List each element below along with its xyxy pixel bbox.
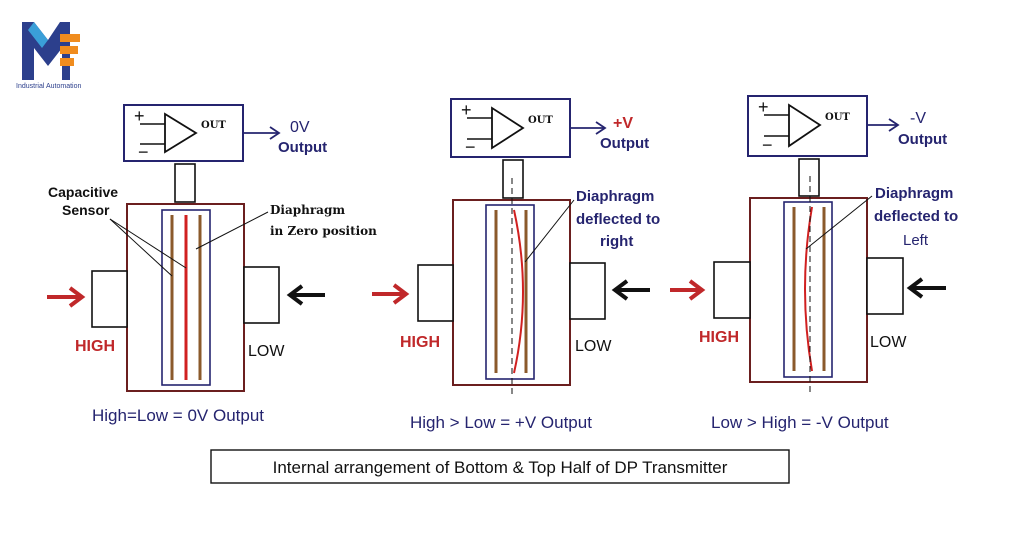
amp-out-label: OUT (528, 115, 553, 126)
panel-positive-output: + − OUT +V Output HIGH LOW Diaphragm def… (372, 98, 660, 432)
high-port (713, 261, 751, 319)
output-value: +V (613, 115, 633, 132)
amp-minus: − (138, 142, 149, 162)
diaphragm-label-line2: deflected to (576, 211, 660, 228)
low-pressure-arrow (906, 277, 946, 299)
diaphragm-deflected-left (804, 206, 813, 372)
amplifier-symbol (164, 112, 198, 154)
panel-caption: High=Low = 0V Output (92, 406, 264, 425)
amp-plus: + (461, 100, 472, 120)
diaphragm-label-line1: Diaphragm (875, 185, 953, 202)
panel-zero-output: + − OUT 0V Output HIGH LOW Capacitive Se… (47, 104, 377, 425)
low-port (243, 266, 280, 324)
sensor-label-line2: Sensor (62, 202, 110, 218)
footer-caption: Internal arrangement of Bottom & Top Hal… (273, 458, 728, 477)
high-port (91, 270, 128, 328)
diaphragm-label-line2: in Zero position (270, 224, 377, 238)
output-label: Output (278, 139, 327, 156)
amp-out-label: OUT (825, 112, 850, 123)
amplifier-box (747, 95, 868, 157)
high-label: HIGH (699, 329, 739, 346)
low-label: LOW (575, 338, 612, 355)
diaphragm-label-line2: deflected to (874, 208, 958, 225)
high-pressure-arrow (47, 286, 86, 308)
output-label: Output (600, 135, 649, 152)
amp-minus: − (465, 137, 476, 157)
panel-caption: High > Low = +V Output (410, 413, 592, 432)
output-value: -V (910, 110, 926, 127)
low-pressure-arrow (611, 279, 650, 301)
low-label: LOW (870, 334, 907, 351)
low-label: LOW (248, 343, 285, 360)
output-label: Output (898, 131, 947, 148)
amplifier-symbol (788, 103, 822, 148)
diaphragm-label-line3: right (600, 233, 633, 250)
high-label: HIGH (75, 338, 115, 355)
amplifier-symbol (491, 106, 525, 150)
low-port (866, 257, 904, 315)
low-pressure-arrow (286, 284, 325, 306)
logo-tagline: Industrial Automation (16, 83, 82, 90)
amp-plus: + (134, 106, 145, 126)
diaphragm-label-line1: Diaphragm (576, 188, 654, 205)
high-pressure-arrow (372, 283, 410, 305)
footer-caption-box (210, 449, 790, 484)
panel-negative-output: + − OUT -V Output HIGH LOW Diaphragm def… (670, 95, 958, 432)
output-value: 0V (290, 119, 310, 136)
diaphragm-label-line1: Diaphragm (270, 203, 345, 217)
high-port (417, 264, 454, 322)
amplifier-box (450, 98, 571, 158)
sensor-label-line1: Capacitive (48, 184, 118, 200)
amp-minus: − (762, 135, 773, 155)
diaphragm-label-line3: Left (903, 232, 929, 249)
amp-plus: + (758, 97, 769, 117)
panel-caption: Low > High = -V Output (711, 413, 889, 432)
amplifier-box (123, 104, 244, 162)
amp-out-label: OUT (201, 120, 226, 131)
low-port (569, 262, 606, 320)
high-label: HIGH (400, 334, 440, 351)
company-logo (22, 22, 80, 80)
diaphragm-deflected-right (513, 209, 524, 374)
high-pressure-arrow (670, 279, 706, 301)
